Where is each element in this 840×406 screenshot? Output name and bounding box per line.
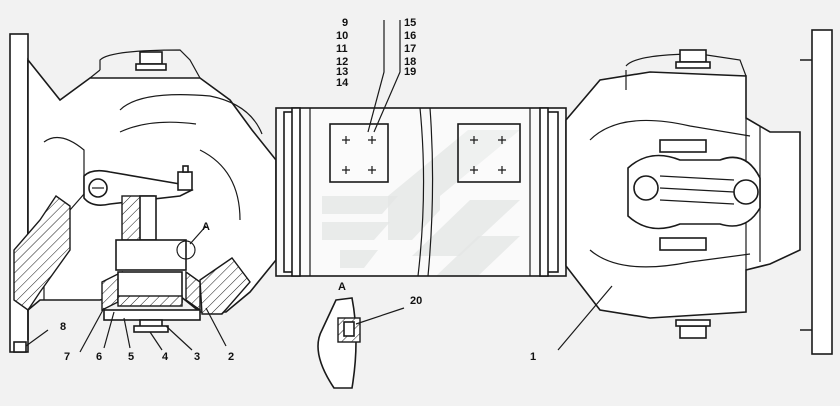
detail-a-marker (176, 240, 196, 260)
callout-numbers: 9 10 11 12 13 14 15 16 17 18 19 8 7 6 5 … (60, 17, 536, 363)
callout-10: 10 (336, 30, 348, 42)
callout-12: 12 (336, 56, 348, 68)
bearing-cup-section (101, 195, 201, 333)
right-yoke (565, 53, 801, 319)
callout-16: 16 (404, 30, 416, 42)
right-bolts (675, 49, 711, 339)
right-flange (800, 29, 833, 355)
callout-3: 3 (194, 351, 200, 363)
callout-11: 11 (336, 43, 348, 55)
yoke-section-hatch (199, 257, 251, 315)
shaft-tube (275, 107, 567, 277)
callout-2: 2 (228, 351, 234, 363)
callout-19: 19 (404, 66, 416, 78)
callout-5: 5 (128, 351, 134, 363)
plate-crosses (342, 136, 506, 174)
callout-15: 15 (404, 17, 416, 29)
left-top-bolt (135, 51, 167, 71)
callout-17: 17 (404, 43, 416, 55)
left-cross-spider (83, 165, 194, 206)
detail-a-label: A (202, 221, 210, 233)
callout-6: 6 (96, 351, 102, 363)
callout-4: 4 (162, 351, 169, 363)
callout-20: 20 (410, 295, 422, 307)
leader-lines (25, 20, 613, 353)
detail-a-inset (317, 297, 361, 389)
callout-8: 8 (60, 321, 66, 333)
callout-13: 13 (336, 66, 348, 78)
detail-a-title: A (338, 281, 346, 293)
callout-1: 1 (530, 351, 536, 363)
callout-18: 18 (404, 56, 416, 68)
callout-9: 9 (342, 17, 348, 29)
callout-14: 14 (336, 77, 349, 89)
callout-7: 7 (64, 351, 70, 363)
